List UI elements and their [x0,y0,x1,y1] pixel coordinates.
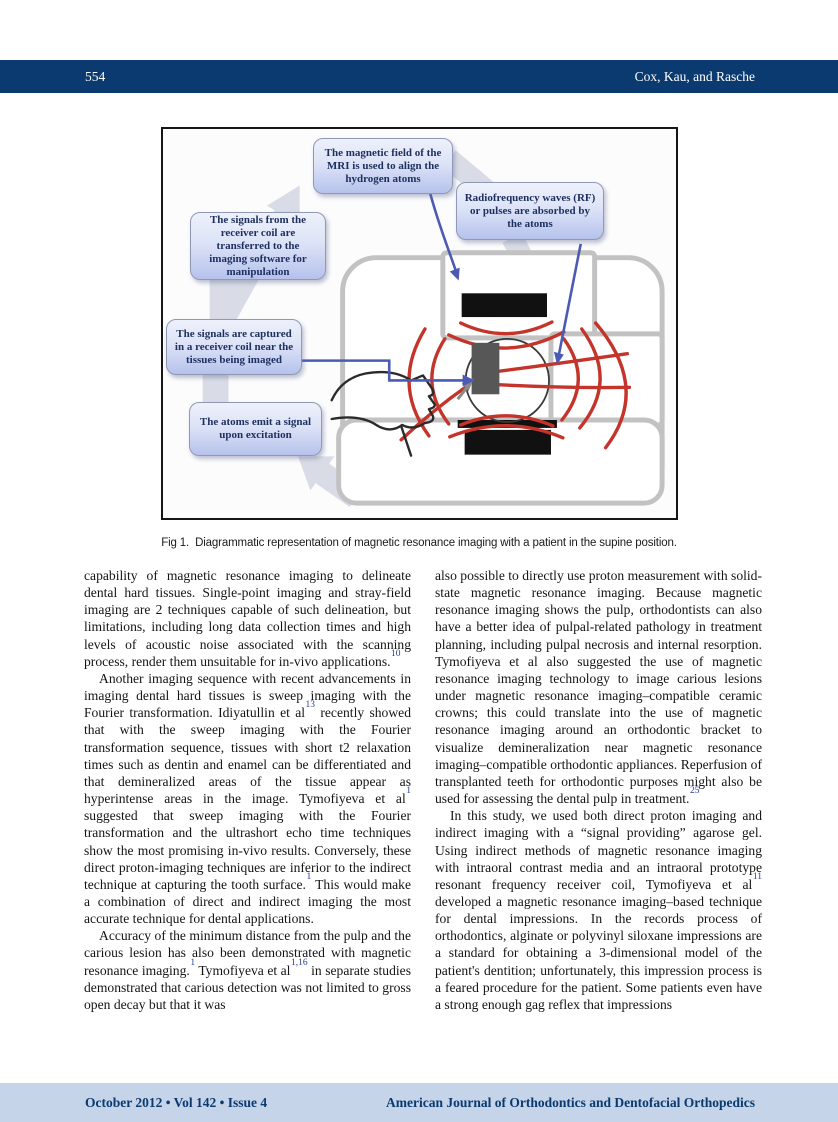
citation-reference[interactable]: 1,16 [290,957,308,968]
callout-text: The atoms emit a signal upon excitation [199,416,312,441]
body-paragraph: In this study, we used both direct proto… [435,808,762,1012]
callout-rf-waves: Radiofrequency waves (RF) or pulses are … [456,182,604,240]
magnet-bottom [464,429,551,455]
callout-magnetic-field: The magnetic field of the MRI is used to… [313,138,453,194]
citation-reference[interactable]: 1 [190,957,196,968]
body-paragraph: capability of magnetic resonance imaging… [84,568,411,669]
mri-diagram [202,150,665,507]
callout-text: Radiofrequency waves (RF) or pulses are … [464,191,596,230]
flow-band-icon [209,275,236,322]
figure-1: The magnetic field of the MRI is used to… [161,127,678,520]
page-header: 554 Cox, Kau, and Rasche [0,60,838,93]
page-footer: October 2012 • Vol 142 • Issue 4 America… [0,1083,838,1122]
left-column: capability of magnetic resonance imaging… [84,567,411,1013]
table-edge-bar [457,420,557,428]
citation-reference[interactable]: 25 [689,786,700,796]
callout-atoms-emit: The atoms emit a signal upon excitation [189,402,322,456]
citation-reference[interactable]: 11 [752,871,762,882]
callout-text: The signals are captured in a receiver c… [174,327,294,366]
issue-info: October 2012 • Vol 142 • Issue 4 [85,1094,268,1110]
body-text: capability of magnetic resonance imaging… [84,567,762,1013]
figure-caption-text: Diagrammatic representation of magnetic … [195,537,677,549]
flow-band-icon [202,369,229,404]
right-column: also possible to directly use proton mea… [435,567,762,1013]
callout-signals-transferred: The signals from the receiver coil are t… [190,212,326,280]
body-paragraph: also possible to directly use proton mea… [435,568,762,807]
callout-pointer-arrows [298,188,583,387]
citation-reference[interactable]: 1 [306,871,312,882]
magnet-top [461,293,548,318]
mri-machine [336,250,665,506]
callout-signals-captured: The signals are captured in a receiver c… [166,319,302,375]
callout-text: The magnetic field of the MRI is used to… [324,146,442,185]
citation-reference[interactable]: 13 [305,700,316,711]
citation-reference[interactable]: 10 [391,648,401,659]
patient-profile [330,370,436,457]
figure-caption: Fig 1. Diagrammatic representation of mag… [0,537,838,549]
journal-name: American Journal of Orthodontics and Den… [386,1094,755,1110]
page-number: 554 [85,68,106,84]
running-authors: Cox, Kau, and Rasche [634,68,755,84]
citation-reference[interactable]: 1 [406,786,411,796]
receiver-coil [471,342,500,395]
figure-caption-label: Fig 1. [161,537,190,549]
body-paragraph: Accuracy of the minimum distance from th… [84,928,411,1012]
callout-text: The signals from the receiver coil are t… [209,213,307,278]
body-paragraph: Another imaging sequence with recent adv… [84,670,412,927]
